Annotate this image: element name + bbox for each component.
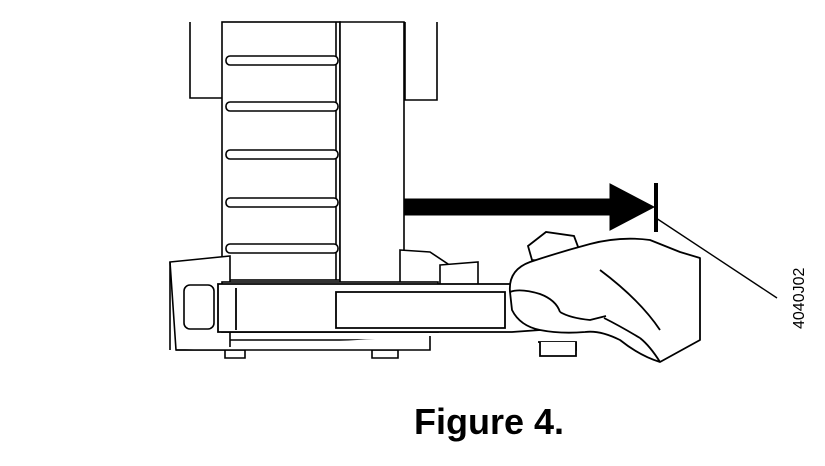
wrench-icon (217, 231, 582, 357)
column-slots (225, 55, 339, 254)
right-arrow-icon (403, 183, 656, 231)
part-code-label: 4040J02 (791, 267, 808, 329)
hand-icon (508, 237, 701, 363)
leader-line (655, 217, 778, 299)
figure-caption: Figure 4. (413, 401, 565, 442)
